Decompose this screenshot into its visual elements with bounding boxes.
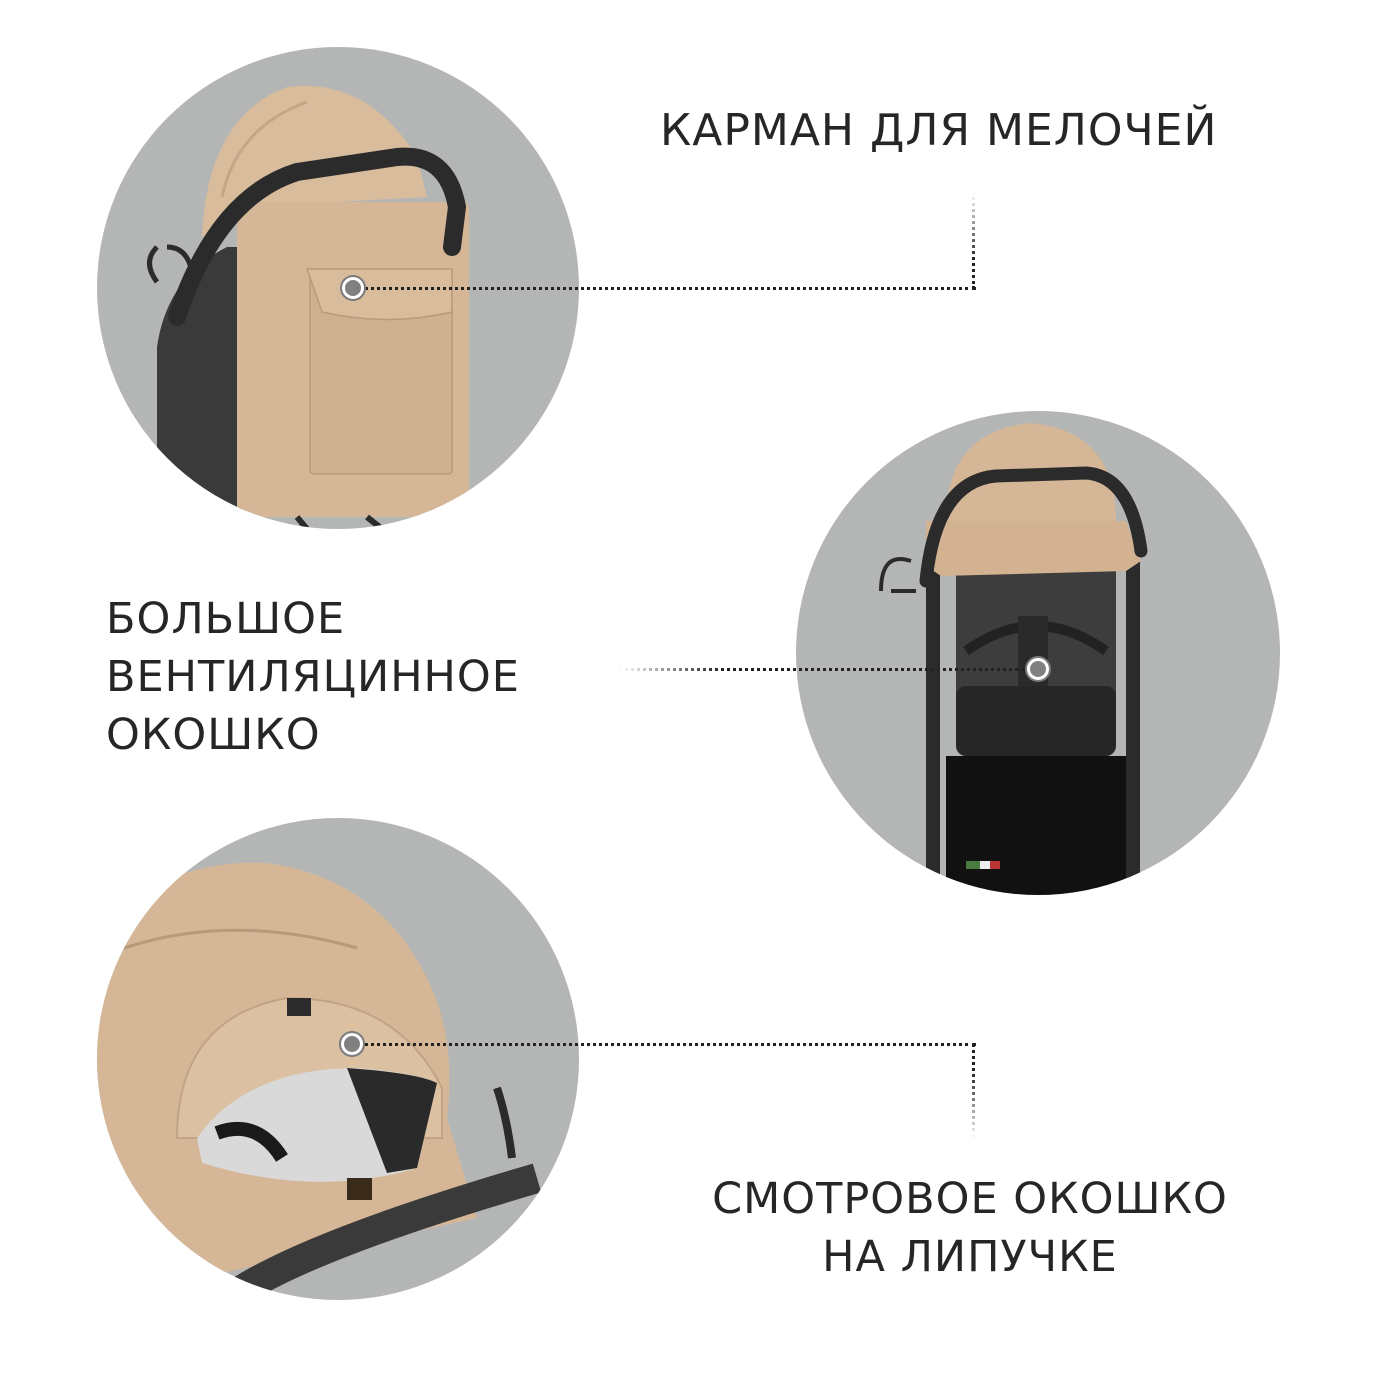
ventilation-feature-label: БОЛЬШОЕ ВЕНТИЛЯЦИННОЕ ОКОШКО <box>106 590 520 764</box>
peek-window-label-line-1: СМОТРОВОЕ ОКОШКО <box>712 1174 1228 1224</box>
peek-window-label-line-2: НА ЛИПУЧКЕ <box>822 1232 1118 1282</box>
peek-window-photo-disc <box>97 818 579 1300</box>
pocket-marker-icon <box>342 277 364 299</box>
pocket-leader-line <box>364 287 976 290</box>
stroller-front-seat-illustration <box>879 423 1148 895</box>
pocket-leader-vertical <box>972 192 975 289</box>
peek-window-leader-vertical <box>972 1043 975 1139</box>
ventilation-leader-line <box>618 668 1026 671</box>
stroller-rear-pocket-illustration <box>147 85 469 529</box>
stroller-canopy-window-illustration <box>97 862 542 1300</box>
peek-window-feature-label: СМОТРОВОЕ ОКОШКО НА ЛИПУЧКЕ <box>660 1170 1280 1286</box>
ventilation-label-line-3: ОКОШКО <box>106 710 321 760</box>
ventilation-label-line-1: БОЛЬШОЕ <box>106 594 346 644</box>
pocket-feature-label: КАРМАН ДЛЯ МЕЛОЧЕЙ <box>660 105 1218 156</box>
ventilation-marker-icon <box>1027 658 1049 680</box>
ventilation-label-line-2: ВЕНТИЛЯЦИННОЕ <box>106 652 520 702</box>
ventilation-photo-disc <box>796 411 1280 895</box>
peek-window-leader-line <box>364 1043 976 1046</box>
peek-window-marker-icon <box>341 1033 363 1055</box>
